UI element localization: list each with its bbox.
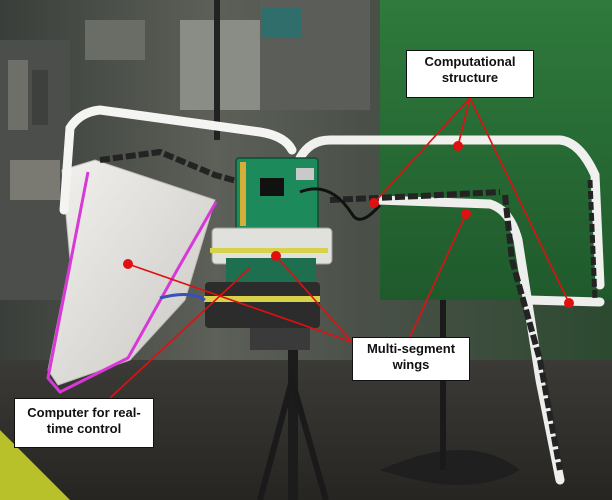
wing-spar (99, 148, 241, 185)
yellow-band (204, 296, 320, 302)
shelf-item (85, 20, 145, 60)
chip (260, 178, 284, 196)
header-pins (240, 162, 246, 226)
wing-spar (587, 179, 598, 301)
callout-multi-segment-wings: Multi-segment wings (352, 337, 470, 381)
foam-rod (59, 123, 75, 215)
leader-dot (369, 198, 379, 208)
leader-dot (271, 251, 281, 261)
wing-spar (329, 189, 501, 203)
mount-base (250, 328, 310, 350)
wing-spar (502, 194, 563, 471)
wires (159, 293, 206, 302)
wing-outline (46, 171, 218, 394)
leader-dot (564, 298, 574, 308)
leader-dots (123, 141, 574, 308)
usb-port (296, 168, 314, 180)
right-stand (440, 300, 446, 470)
leader-lines (109, 97, 570, 399)
foam-rod (523, 295, 605, 307)
callout-computer-real-time: Computer for real-time control (14, 398, 154, 448)
leader-dot (461, 209, 471, 219)
leader-dot (453, 141, 463, 151)
floor-ring (380, 450, 520, 485)
yellow-band (210, 248, 328, 253)
shelf-item (32, 70, 48, 125)
callout-computational-structure: Computational structure (406, 50, 534, 98)
foam-rod (65, 105, 297, 155)
stand-legs (257, 368, 329, 500)
callout-wings-text: Multi-segment wings (366, 341, 456, 372)
tripod (214, 0, 220, 140)
callout-computer-text: Computer for real-time control (27, 405, 141, 436)
leader-dot (123, 259, 133, 269)
battery (205, 282, 320, 328)
wires (299, 187, 382, 221)
camera-box (262, 8, 302, 38)
shelf-item (10, 160, 60, 200)
shelf-item (8, 60, 28, 130)
foam-rod (295, 135, 605, 290)
stand-pole (288, 300, 298, 500)
callout-structure-text: Computational structure (424, 54, 516, 85)
